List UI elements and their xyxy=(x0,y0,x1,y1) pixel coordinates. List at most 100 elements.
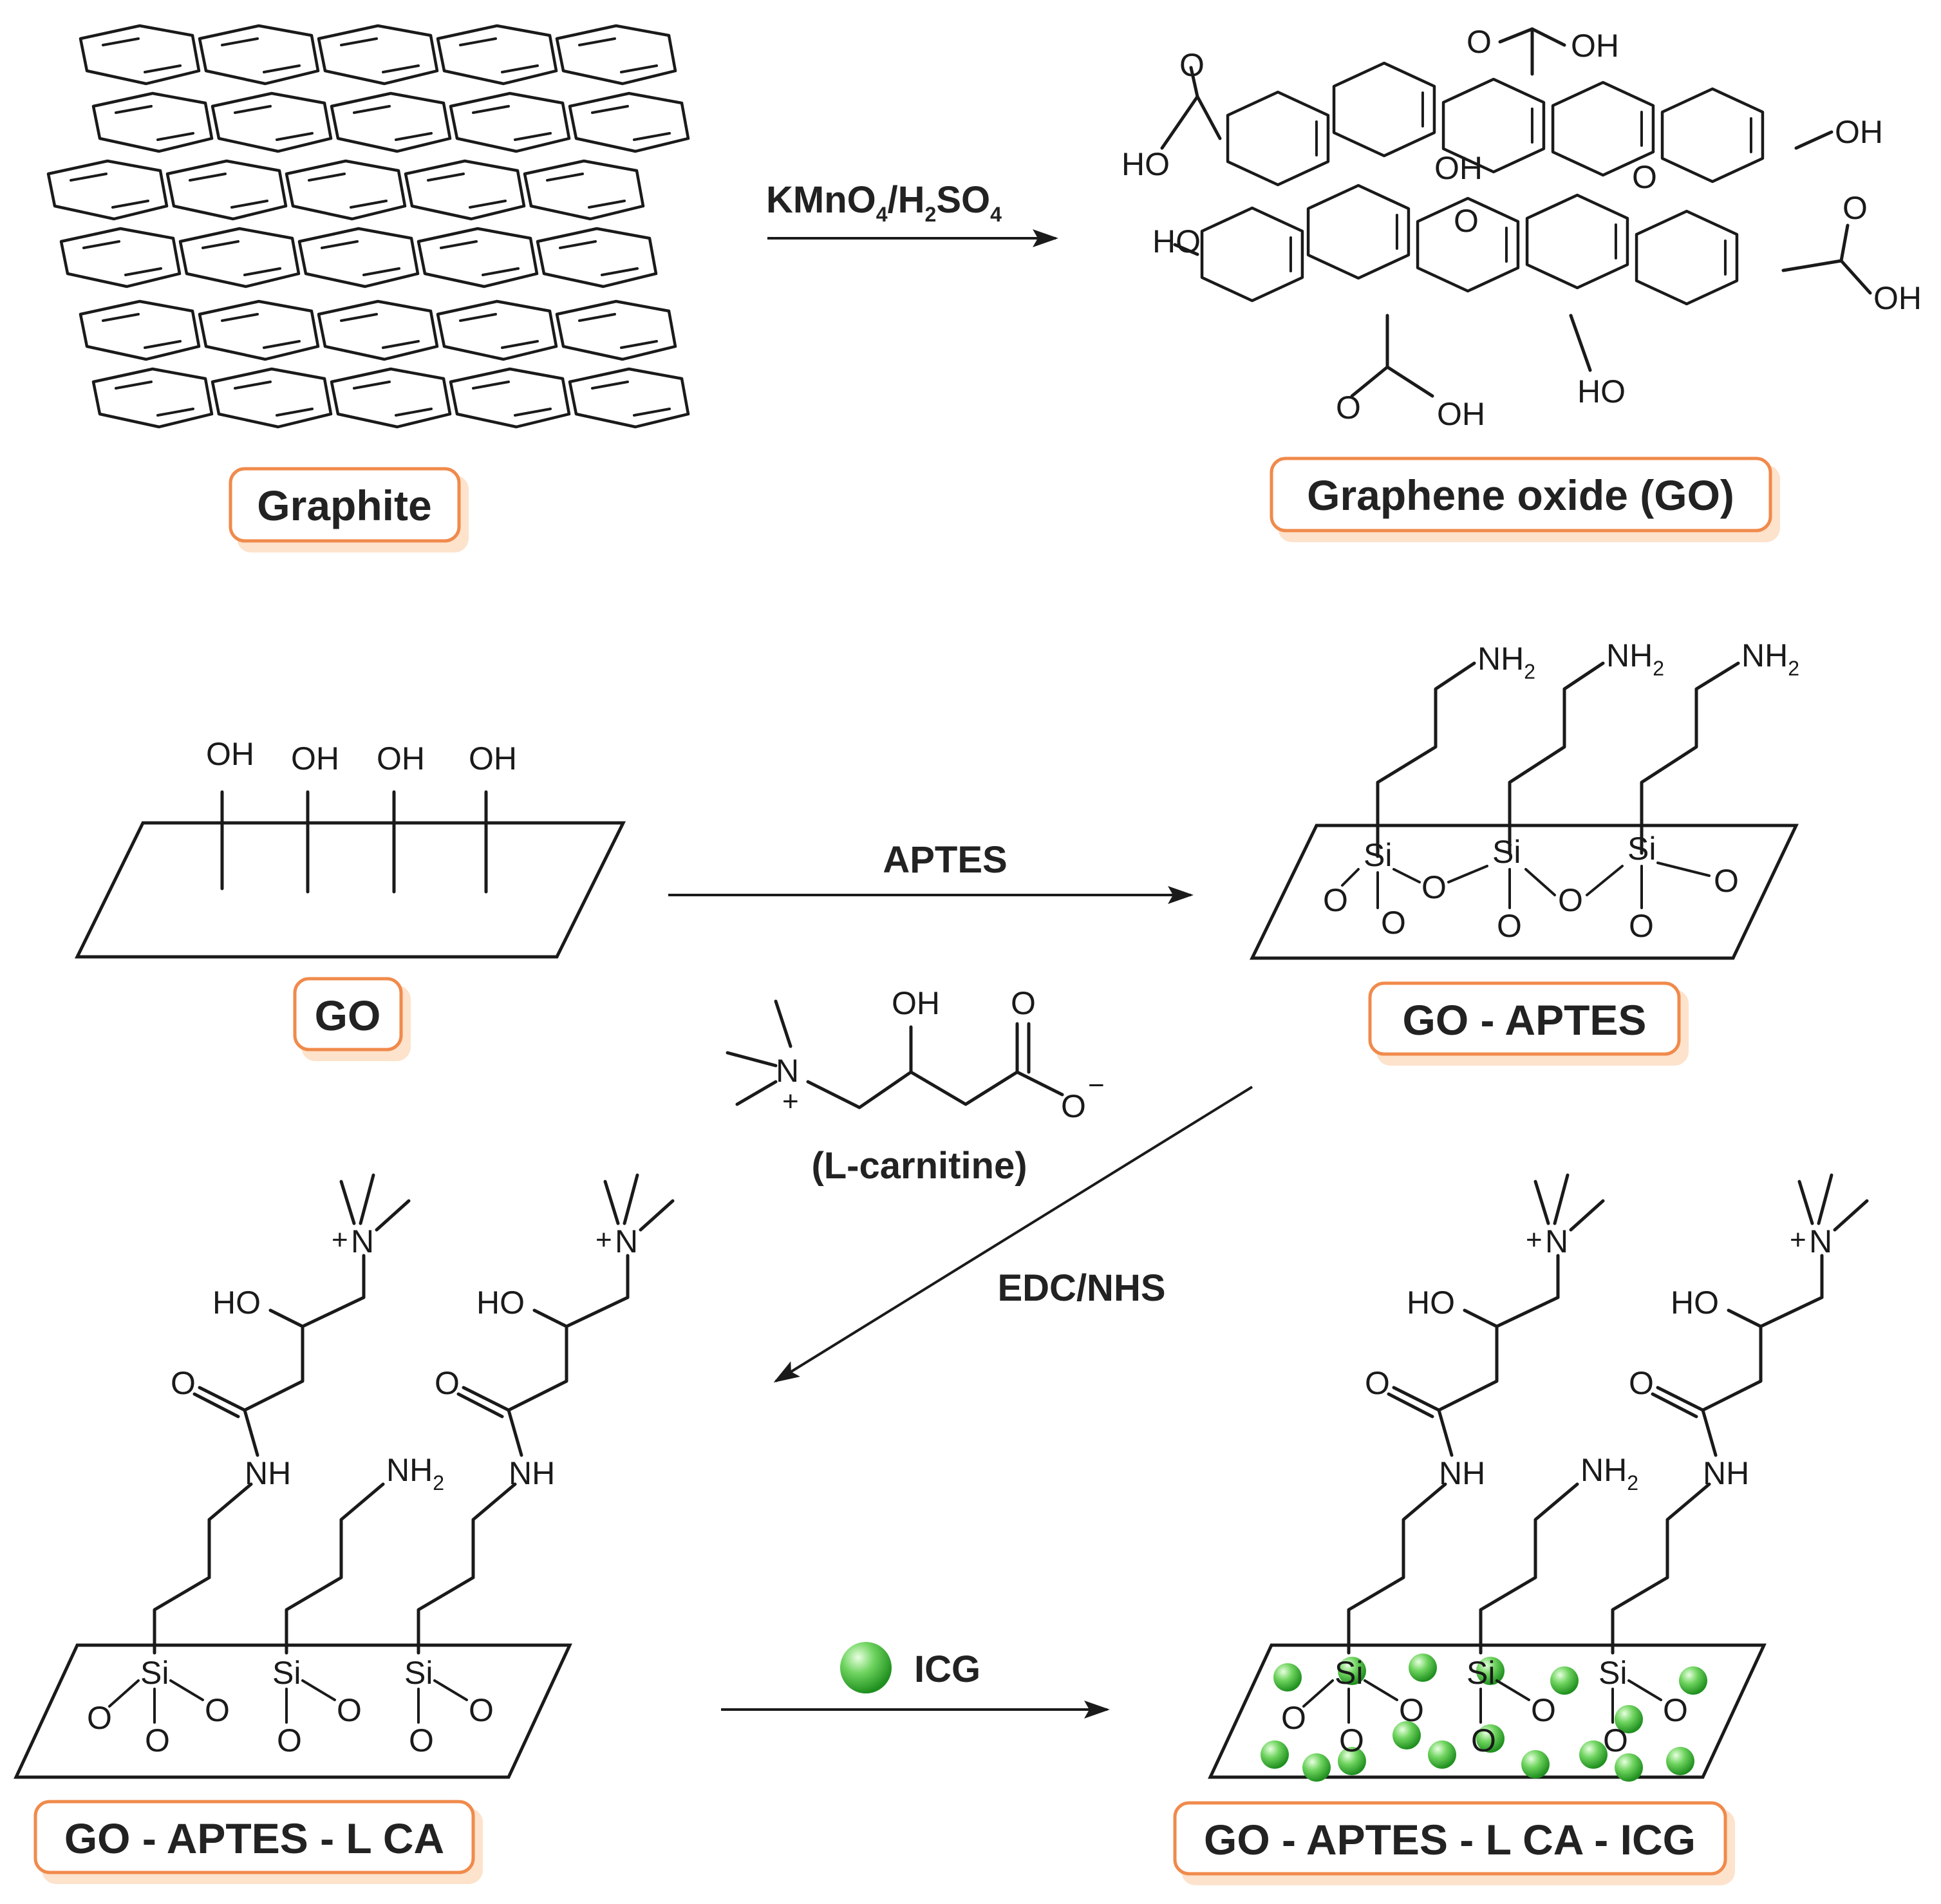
o-atom: O xyxy=(1399,1692,1424,1728)
graphite-ring xyxy=(285,159,407,221)
icg-ball-icon xyxy=(1521,1750,1550,1778)
icg-ball-icon xyxy=(1476,1657,1505,1685)
go-aptes-o: O xyxy=(1629,908,1654,944)
o-atom: O xyxy=(1531,1692,1556,1728)
si-atom: Si xyxy=(1335,1655,1363,1691)
go-oh: OH xyxy=(1434,150,1483,186)
l-carnitine-minus: − xyxy=(1088,1070,1105,1101)
go-label: GO xyxy=(293,977,411,1061)
graphite-ring xyxy=(91,367,214,429)
graphite-ring xyxy=(555,24,677,86)
ammonium-n: N xyxy=(1809,1223,1832,1259)
amide-nh: NH xyxy=(245,1455,291,1491)
ammonium-n: N xyxy=(1545,1223,1568,1259)
graphene-oxide-label: Graphene oxide (GO) xyxy=(1270,457,1780,542)
icg-ball-icon xyxy=(1302,1753,1331,1782)
graphite-ring xyxy=(536,227,658,288)
icg-ball-icon xyxy=(1615,1753,1643,1782)
nh2-group: NH2 xyxy=(386,1452,444,1494)
go-ring xyxy=(1226,90,1330,187)
o-atom: O xyxy=(87,1700,112,1736)
go-aptes-nh2: NH2 xyxy=(1606,637,1664,680)
graphite-ring xyxy=(317,24,439,86)
go-ring xyxy=(1441,77,1546,174)
graphite-sheet xyxy=(46,159,658,288)
aptes-step: APTES xyxy=(668,839,1194,904)
go-ring xyxy=(1635,209,1739,306)
go-oh: OH xyxy=(1873,280,1922,316)
graphite-ring xyxy=(404,159,526,221)
go-functional-groups: O HO O OH OH O O OH HO O OH O OH HO xyxy=(1121,24,1922,432)
o-atom: O xyxy=(409,1722,434,1758)
go-ring xyxy=(1660,87,1765,184)
go-ho: HO xyxy=(1577,373,1626,410)
go-label-text: GO xyxy=(315,992,381,1039)
edc-nhs-step: EDC/NHS xyxy=(773,1086,1253,1383)
icg-ball-icon xyxy=(1409,1654,1437,1682)
hydroxyl-ho: HO xyxy=(1671,1285,1719,1321)
go-aptes-o: O xyxy=(1381,905,1406,941)
icg-step: ICG xyxy=(721,1642,1110,1719)
hydroxyl-ho: HO xyxy=(476,1285,525,1321)
edc-nhs-arrow xyxy=(773,1086,1253,1383)
graphite-ring xyxy=(211,91,333,153)
amide-nh: NH xyxy=(1703,1455,1749,1491)
graphite-ring xyxy=(91,91,214,153)
o-atom: O xyxy=(469,1692,494,1728)
ammonium-n: N xyxy=(351,1223,374,1259)
l-carnitine-n: N xyxy=(776,1053,799,1089)
go-epoxide-o: O xyxy=(1454,203,1479,239)
graphite-ring xyxy=(449,91,571,153)
amide-nh: NH xyxy=(509,1455,555,1491)
functionalized-sheet xyxy=(14,1643,572,1779)
si-atom: Si xyxy=(1599,1655,1627,1691)
icg-ball-icon xyxy=(1261,1740,1289,1769)
graphite-sheet xyxy=(79,299,690,429)
oxidation-step: KMnO4/H2SO4 xyxy=(766,179,1058,247)
carbonyl-o: O xyxy=(1629,1365,1654,1401)
graphite-ring xyxy=(211,367,333,429)
ammonium-plus: + xyxy=(595,1224,612,1256)
go-ring xyxy=(1306,184,1411,280)
go-ring xyxy=(1200,206,1304,303)
go-aptes-structure: NH2 NH2 NH2 Si Si Si O O O O O O O xyxy=(1250,637,1799,960)
ammonium-plus: + xyxy=(1790,1224,1806,1256)
graphite-ring xyxy=(523,159,645,221)
go-ring xyxy=(1551,80,1655,177)
aptes-reagent: APTES xyxy=(883,839,1007,881)
graphite-ring xyxy=(436,299,558,361)
icg-ball-icon xyxy=(1273,1663,1302,1692)
go-ring xyxy=(1416,196,1520,293)
icg-ball-icon xyxy=(840,1642,892,1693)
si-atom: Si xyxy=(1467,1655,1495,1691)
go-carbonyl-o: O xyxy=(1843,190,1868,226)
o-atom: O xyxy=(337,1692,362,1728)
graphite-ring xyxy=(436,24,558,86)
go-ring xyxy=(1332,61,1436,158)
go-oh: OH xyxy=(1437,396,1485,432)
o-atom: O xyxy=(1603,1722,1628,1758)
graphite-ring xyxy=(417,227,539,288)
graphite-label-text: Graphite xyxy=(257,482,431,529)
amide-nh: NH xyxy=(1439,1455,1485,1491)
l-carnitine-o: O xyxy=(1011,985,1036,1021)
o-atom: O xyxy=(145,1722,170,1758)
go-epoxide-o: O xyxy=(1632,159,1657,195)
icg-ball-icon xyxy=(1579,1740,1608,1769)
go-aptes-lca-label-text: GO - APTES - L CA xyxy=(64,1814,444,1862)
graphite-ring xyxy=(198,24,320,86)
graphite-ring xyxy=(165,159,288,221)
graphite-ring xyxy=(555,299,677,361)
go-sheet xyxy=(74,821,626,959)
go-carbonyl-o: O xyxy=(1467,24,1492,60)
go-sheet-oh: OH xyxy=(469,740,517,777)
go-aptes-sheet xyxy=(1250,824,1799,960)
l-carnitine-structure: N + OH O O − (L-carnitine) xyxy=(726,985,1105,1187)
graphite-ring xyxy=(79,24,201,86)
go-aptes-lca-label: GO - APTES - L CA xyxy=(33,1800,483,1884)
go-aptes-si: Si xyxy=(1364,837,1392,873)
go-aptes-o: O xyxy=(1323,882,1348,918)
graphene-oxide-structure xyxy=(1160,27,1872,398)
go-aptes-o: O xyxy=(1497,908,1522,944)
